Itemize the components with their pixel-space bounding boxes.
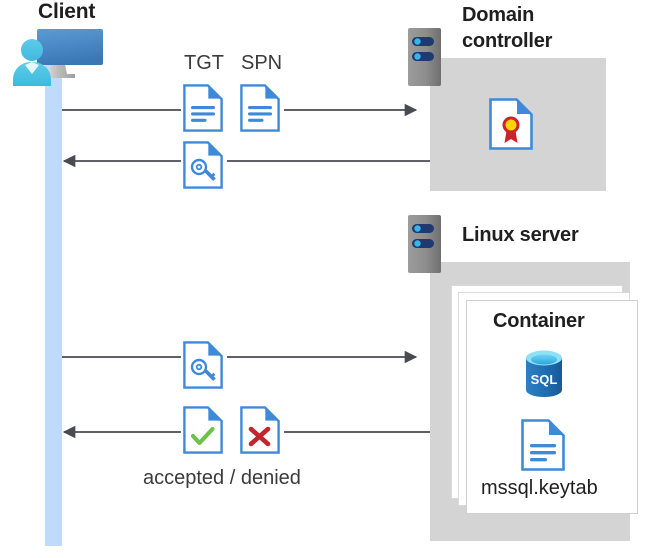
document-icon: [521, 419, 565, 471]
spn-label: SPN: [241, 52, 283, 74]
accepted-denied-label: accepted / denied: [143, 467, 301, 489]
keytab-filename-label: mssql.keytab: [481, 477, 598, 499]
check-document-icon: [183, 406, 223, 454]
document-icon: [183, 84, 223, 132]
cross-document-icon: [240, 406, 280, 454]
container-card-front: [466, 300, 638, 514]
document-icon: [240, 84, 280, 132]
client-lifeline: [45, 62, 62, 546]
key-document-icon: [183, 341, 223, 389]
server-rack-icon: [408, 215, 441, 273]
tgt-label: TGT: [184, 52, 224, 74]
key-document-icon: [183, 141, 223, 189]
linux-server-title: Linux server: [462, 224, 579, 246]
sql-label: SQL: [531, 372, 558, 387]
domain-controller-title: Domain controller: [462, 2, 632, 54]
dc-title-line1: Domain: [462, 4, 535, 26]
dc-title-line2: controller: [462, 30, 553, 52]
sql-database-icon: SQL: [523, 349, 565, 399]
certificate-document-icon: [489, 98, 533, 150]
client-icon: [10, 24, 110, 86]
server-rack-icon: [408, 28, 441, 86]
client-title: Client: [38, 0, 96, 23]
container-title: Container: [493, 310, 585, 332]
